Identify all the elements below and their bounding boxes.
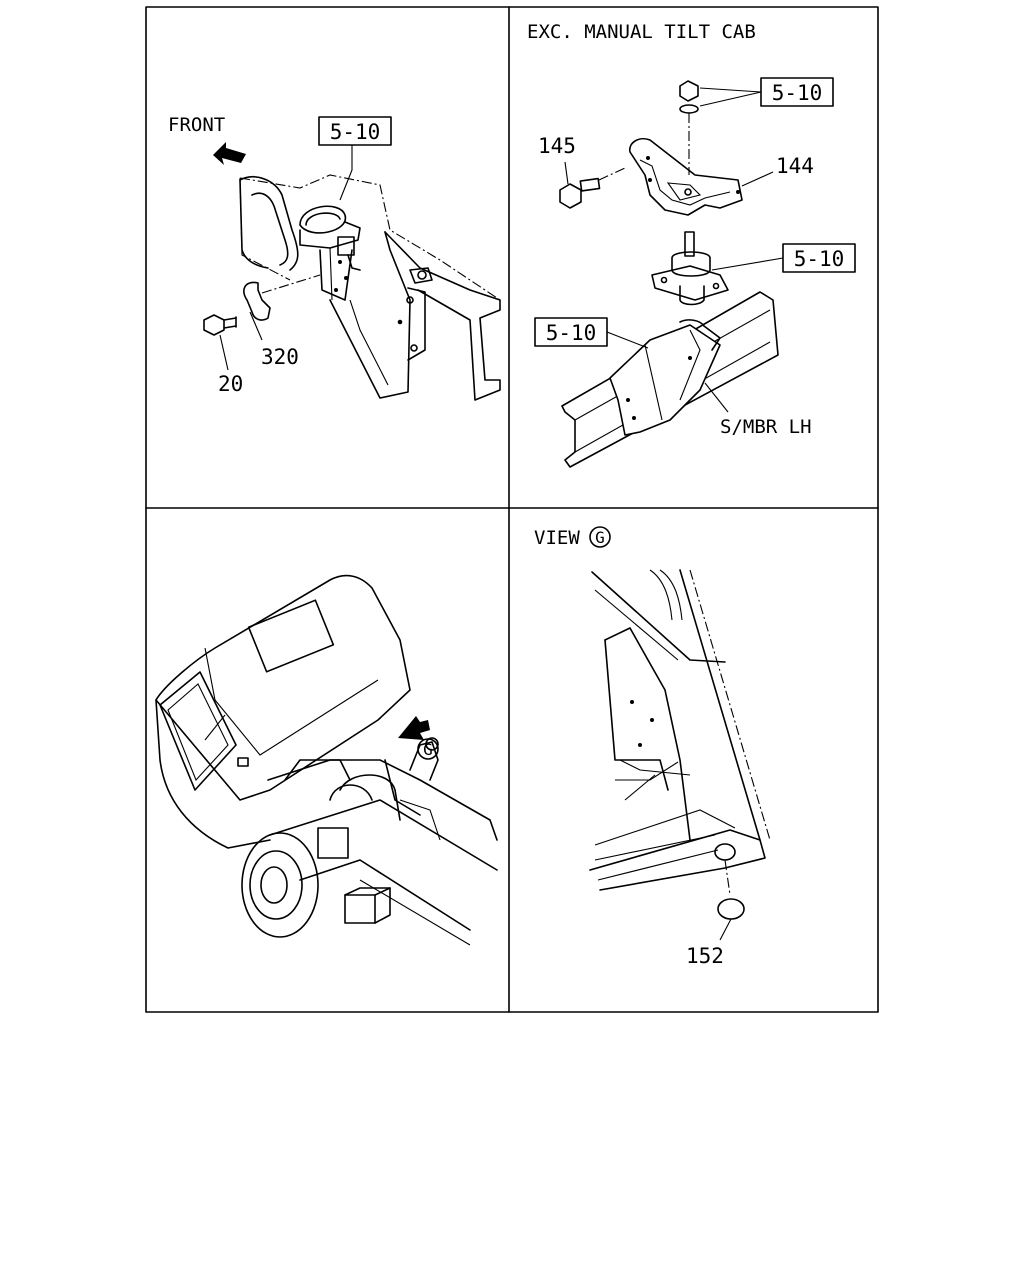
bolt-icon — [203, 314, 237, 336]
view-marker-label: G — [423, 740, 433, 759]
bracket-144-drawing — [629, 137, 743, 216]
cab-mount-bracket-drawing — [239, 174, 501, 401]
truck-cab-drawing — [155, 574, 498, 946]
washer-icon — [679, 104, 699, 114]
view-marker-label-right: G — [595, 528, 605, 547]
member-label: S/MBR LH — [720, 416, 812, 438]
callout-145: 145 — [538, 134, 576, 158]
view-marker-circle — [417, 738, 439, 760]
underbody-view-drawing — [589, 569, 771, 891]
rubber-mount-drawing — [651, 231, 729, 306]
panel-bottom-left: G — [155, 574, 498, 946]
hook-part-drawing — [243, 281, 271, 321]
plug-152-icon — [717, 898, 745, 920]
front-label: FRONT — [168, 114, 225, 136]
panel-top-left: FRONT 5-10 — [168, 114, 501, 401]
nut-icon — [679, 80, 699, 102]
panel-title: EXC. MANUAL TILT CAB — [527, 21, 756, 43]
ref-box-bottom-label: 5-10 — [546, 321, 597, 345]
panel-top-right: EXC. MANUAL TILT CAB 5-10 144 145 — [527, 21, 856, 468]
side-member-drawing — [561, 291, 779, 468]
callout-152: 152 — [686, 944, 724, 968]
view-label: VIEW — [534, 527, 580, 549]
bolt-145-icon — [559, 167, 626, 209]
callout-20: 20 — [218, 372, 243, 396]
callout-320: 320 — [261, 345, 299, 369]
panel-frames — [145, 6, 879, 1013]
view-marker-circle-right — [589, 526, 611, 548]
ref-box-top-label: 5-10 — [772, 81, 823, 105]
callout-144: 144 — [776, 154, 814, 178]
ref-box-middle-label: 5-10 — [794, 247, 845, 271]
outer-frame — [145, 6, 879, 1013]
ref-box — [318, 116, 392, 146]
panel-bottom-right: VIEW G 152 — [534, 526, 771, 968]
front-arrow-icon — [213, 142, 246, 165]
ref-box-label: 5-10 — [330, 120, 381, 144]
view-arrow-icon — [398, 716, 430, 740]
ref-leader-line — [339, 145, 353, 201]
